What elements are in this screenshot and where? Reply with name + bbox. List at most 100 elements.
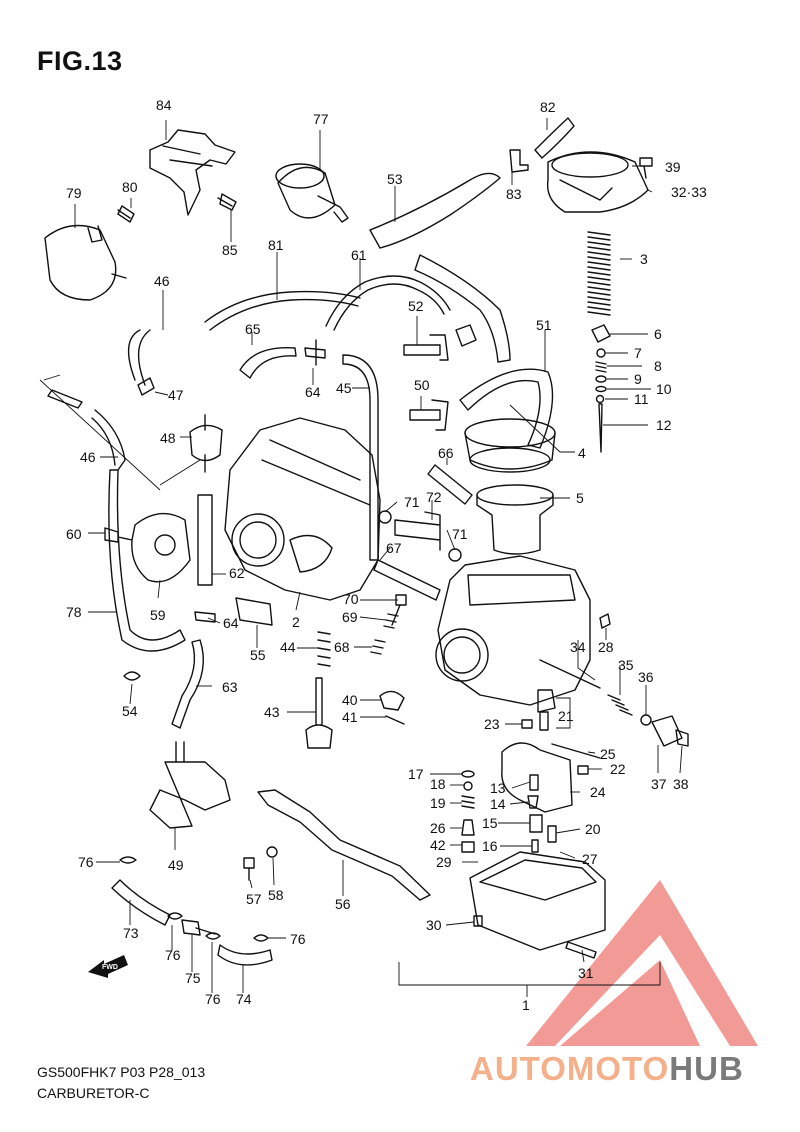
clip-76c: [205, 932, 221, 940]
screw-22: [577, 765, 589, 775]
callout-label: 72: [426, 489, 442, 505]
spring-3: [587, 231, 611, 316]
screw-57: [243, 857, 255, 881]
hose-45: [342, 354, 379, 561]
callout-label: 5: [576, 490, 584, 506]
fitting-50: [409, 399, 449, 431]
piston-5: [476, 484, 554, 555]
pin-25: [551, 743, 601, 759]
solenoid-79: [44, 224, 127, 301]
fwd-label: FWD: [102, 964, 118, 971]
jet-42: [461, 841, 475, 853]
hose-51: [459, 368, 554, 449]
callout-label: 71: [452, 526, 468, 542]
callout-label: 11: [634, 391, 649, 407]
fitting-64-lower: [194, 611, 216, 623]
callout-label: 28: [598, 639, 614, 655]
spring-19: [461, 795, 475, 809]
callout-label: 76: [165, 947, 181, 963]
callout-label: 25: [600, 746, 616, 762]
figure-title: FIG.13: [37, 46, 123, 76]
spring-44: [317, 631, 331, 667]
callout-label: 4: [578, 445, 586, 461]
hose-65: [239, 346, 297, 379]
callout-label: 23: [484, 716, 500, 732]
oring-36: [640, 714, 652, 726]
clip-10: [595, 385, 607, 393]
callout-label: 64: [305, 384, 321, 400]
callout-label: 76: [205, 991, 221, 1007]
screw-85: [217, 193, 237, 211]
callout-label: 54: [122, 703, 138, 719]
callout-label: 17: [408, 766, 424, 782]
jet-15: [529, 814, 543, 833]
hose-46: [127, 329, 151, 386]
callout-label: 14: [490, 796, 506, 812]
screw-80: [117, 205, 135, 223]
hose-67: [373, 559, 441, 601]
callout-label: 18: [430, 776, 446, 792]
washer-17: [461, 770, 475, 778]
callout-label: 62: [229, 565, 245, 581]
float-bowl-29: [469, 851, 606, 951]
hose-53: [369, 172, 501, 249]
throttle-pulley-59: [131, 512, 191, 583]
washer-11: [595, 394, 605, 404]
hose-66: [427, 464, 473, 505]
callout-label: 47: [168, 387, 184, 403]
screw-28: [599, 613, 611, 629]
callout-label: 56: [335, 896, 351, 912]
callout-label: 53: [387, 171, 403, 187]
fuel-filter-77: [275, 163, 349, 223]
clip-76b: [167, 912, 183, 920]
callout-label: 24: [590, 784, 606, 800]
callout-label: 3: [640, 251, 648, 267]
hose-63: [171, 639, 205, 729]
callout-label: 67: [386, 540, 402, 556]
screw-37: [651, 715, 683, 747]
section-name: CARBURETOR-C: [37, 1085, 150, 1101]
spring-68: [370, 639, 386, 655]
callout-label: 71: [404, 494, 420, 510]
oring-71b: [448, 548, 462, 562]
washer-18: [463, 781, 473, 791]
callout-label: 75: [185, 970, 201, 986]
fitting-64-upper: [304, 339, 326, 366]
carburetor-body-1: [435, 555, 601, 706]
spring-8: [595, 361, 607, 373]
watermark-text: AUTOMOTOHUB: [470, 1050, 744, 1088]
callout-label: 22: [610, 761, 626, 777]
cap-38: [675, 729, 689, 747]
bracket-84: [149, 129, 236, 216]
callout-label: 30: [426, 917, 442, 933]
spring-35: [607, 694, 633, 716]
callout-label: 48: [160, 430, 176, 446]
hose-82: [534, 117, 575, 159]
hose-62: [197, 494, 213, 586]
watermark-logo: [526, 880, 758, 1046]
diaphragm-4: [464, 418, 556, 473]
callout-label: 50: [414, 377, 430, 393]
callout-label: 58: [268, 887, 284, 903]
fitting-52: [403, 334, 449, 361]
callout-label: 61: [351, 247, 367, 263]
callout-label: 40: [342, 692, 358, 708]
callout-label: 13: [490, 780, 506, 796]
callout-label: 76: [290, 931, 306, 947]
hose-74: [217, 944, 273, 966]
top-cover-32-33: [546, 151, 649, 213]
callout-label: 43: [264, 704, 280, 720]
callout-label: 82: [540, 99, 556, 115]
needle-holder-6: [591, 324, 611, 343]
callout-label: 66: [438, 445, 454, 461]
model-code: GS500FHK7 P03 P28_013: [37, 1064, 206, 1080]
spring-69: [383, 613, 399, 629]
callout-label: 63: [222, 679, 238, 695]
callout-label: 44: [280, 639, 296, 655]
hose-81: [204, 290, 361, 323]
callout-label: 37: [651, 776, 667, 792]
callout-label: 26: [430, 820, 446, 836]
callout-label: 76: [78, 854, 94, 870]
screw-23: [521, 719, 533, 729]
